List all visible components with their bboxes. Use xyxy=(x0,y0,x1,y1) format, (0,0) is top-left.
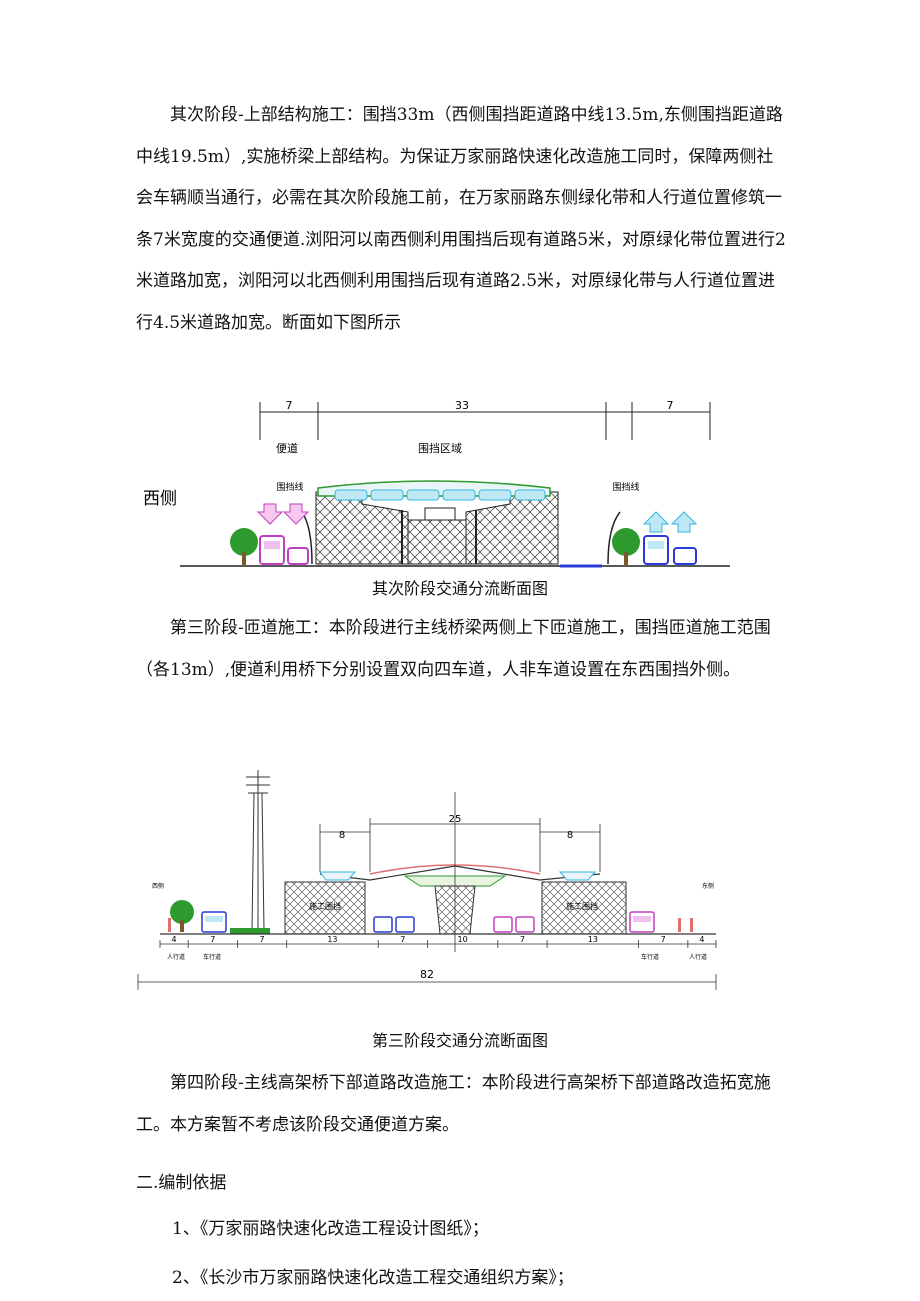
figure-stage3-cross-section: 8 25 8 西侧 东侧 施工围挡 施工围挡 xyxy=(137,770,717,990)
pier-cap xyxy=(424,507,456,521)
car-icon xyxy=(287,547,309,565)
label-weidang-area: 围挡区域 xyxy=(418,441,462,455)
power-pole xyxy=(246,770,270,931)
segment-label: 13 xyxy=(588,935,598,944)
label-sidewalk-right: 人行道 xyxy=(689,953,707,961)
dim-left: 7 xyxy=(286,399,293,412)
top-dimension-lines xyxy=(319,818,601,872)
label-west: 西侧 xyxy=(152,882,164,890)
arrow-up-icon xyxy=(642,511,698,533)
paragraph-stage3: 第三阶段-匝道施工：本阶段进行主线桥梁两侧上下匝道施工，围挡匝道施工范围（各13… xyxy=(136,618,771,680)
tree-icon xyxy=(170,900,194,932)
tree-icon xyxy=(612,528,640,566)
ramp-girder-left xyxy=(319,871,357,881)
segment-labels: 4 7 7 13 7 10 7 13 7 4 xyxy=(172,935,705,944)
label-biandao: 便道 xyxy=(276,441,298,455)
box-girders xyxy=(334,489,546,501)
tree-icon xyxy=(230,528,258,566)
figure2-caption: 第三阶段交通分流断面图 xyxy=(371,1031,548,1050)
segment-label: 7 xyxy=(400,935,405,944)
car-icon xyxy=(373,916,415,933)
total-width: 82 xyxy=(420,968,434,981)
label-sidewalk-left: 人行道 xyxy=(167,953,185,961)
paragraph-stage4: 第四阶段-主线高架桥下部道路改造施工：本阶段进行高架桥下部道路改造拓宽施工。本方… xyxy=(136,1073,771,1135)
work-zone-right xyxy=(541,881,627,935)
segment-label: 10 xyxy=(458,935,468,944)
fence-right xyxy=(607,511,621,565)
reference-item: 1、《万家丽路快速化改造工程设计图纸》； xyxy=(172,1219,489,1239)
segment-label: 7 xyxy=(661,935,666,944)
label-lane-left: 车行道 xyxy=(203,953,221,961)
car-icon xyxy=(673,547,697,565)
segment-label: 13 xyxy=(327,935,337,944)
segment-label: 4 xyxy=(172,935,177,944)
label-work-left: 施工围挡 xyxy=(309,901,341,911)
work-zone-left xyxy=(284,881,366,935)
paragraph-stage2: 其次阶段-上部结构施工：围挡33m（西侧围挡距道路中线13.5m,东侧围挡距道路… xyxy=(136,105,786,333)
bus-icon xyxy=(629,911,655,933)
dim-top-right: 8 xyxy=(567,830,573,841)
car-icon xyxy=(493,916,535,933)
bus-icon xyxy=(201,911,227,933)
segment-label: 7 xyxy=(520,935,525,944)
reference-item: 2、《长沙市万家丽路快速化改造工程交通组织方案》； xyxy=(172,1268,574,1288)
dim-top-left: 8 xyxy=(339,830,345,841)
label-work-right: 施工围挡 xyxy=(566,901,598,911)
person-icon xyxy=(168,918,171,932)
segment-label: 7 xyxy=(260,935,265,944)
hatched-zone-center xyxy=(407,519,467,565)
dim-center: 33 xyxy=(455,399,469,412)
arrow-down-icon xyxy=(256,503,310,525)
bus-icon xyxy=(643,535,669,565)
dim-right: 7 xyxy=(667,399,674,412)
section-heading: 二.编制依据 xyxy=(136,1173,227,1193)
dimension-line xyxy=(259,402,711,440)
bus-icon xyxy=(259,535,285,565)
segment-label: 4 xyxy=(699,935,704,944)
label-weidang-line-right: 围挡线 xyxy=(612,481,639,493)
segment-label: 7 xyxy=(210,935,215,944)
hatched-zone-left xyxy=(315,491,409,565)
person-icon xyxy=(678,918,693,932)
label-lane-right: 车行道 xyxy=(641,953,659,961)
label-weidang-line-left: 围挡线 xyxy=(276,481,303,493)
label-west: 西侧 xyxy=(143,489,177,509)
segment-ticks xyxy=(159,940,717,948)
green-strip xyxy=(230,928,270,934)
figure-stage2-cross-section: 7 33 7 便道 围挡区域 西侧 东侧 围挡线 围挡线 xyxy=(143,399,730,568)
label-east: 东侧 xyxy=(702,882,714,890)
ramp-girder-right xyxy=(558,871,597,881)
figure1-caption: 其次阶段交通分流断面图 xyxy=(371,579,548,598)
hatched-zone-right xyxy=(465,491,559,565)
